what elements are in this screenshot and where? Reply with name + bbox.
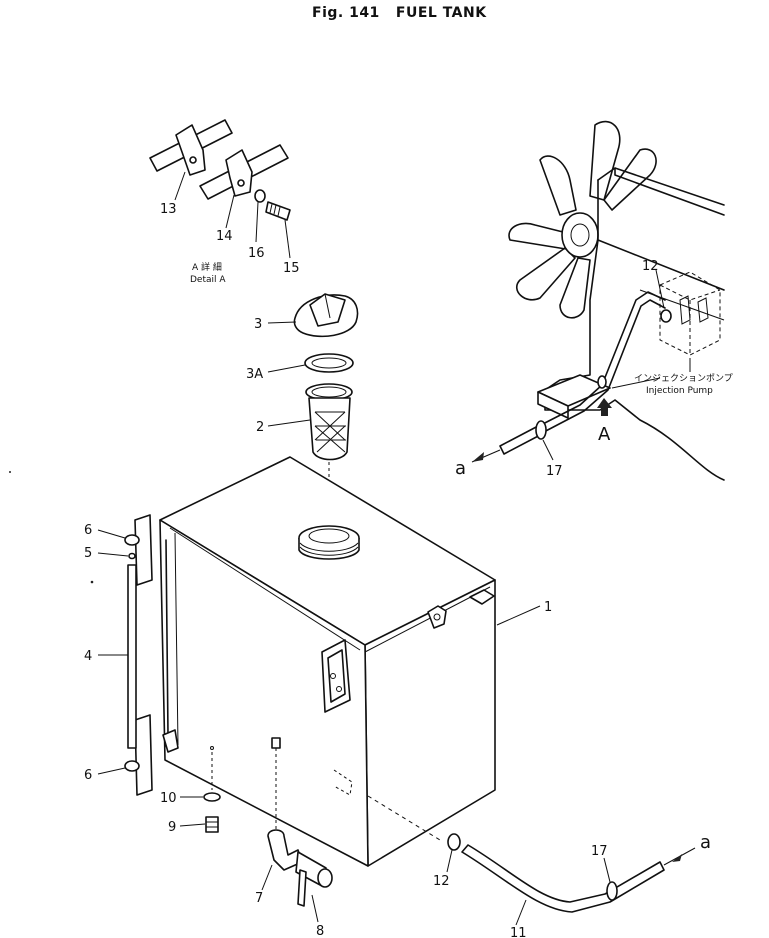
outlet-parts: 7 8 <box>255 737 333 938</box>
connection-a-top: a <box>455 458 466 479</box>
fan-blade-6 <box>559 257 591 319</box>
callout-5: 5 <box>84 546 92 561</box>
bolt-15 <box>265 201 291 221</box>
detail-label-en: Detail A <box>190 275 226 285</box>
callout-13: 13 <box>160 202 177 217</box>
callout-6-bottom: 6 <box>84 768 92 783</box>
engine-bracket-side <box>537 391 569 419</box>
callout-4: 4 <box>84 649 92 664</box>
drain-plug-9 <box>205 816 219 833</box>
drain-parts: 10 9 <box>160 746 221 835</box>
fuel-hose-11 <box>461 844 665 913</box>
pump-label-jp: インジェクションポンプ <box>634 373 733 384</box>
washer-16 <box>254 189 266 203</box>
engine-group: A 12 17 a インジェクションポンプ Injection Pump <box>455 120 733 481</box>
gauge-bracket-lower <box>134 714 153 796</box>
fan-blade-1 <box>539 155 577 216</box>
callout-3a: 3A <box>246 367 263 382</box>
clamp-12-tank <box>447 833 461 851</box>
fan-blade-3 <box>603 148 657 211</box>
callout-12-pump: 12 <box>642 259 659 274</box>
tank-side-face <box>159 519 369 867</box>
gauge-tube-4 <box>127 564 137 749</box>
nut-6-top <box>124 534 140 546</box>
callout-9: 9 <box>168 820 176 835</box>
fuel-cock-lever <box>297 869 307 907</box>
callout-12-tank: 12 <box>433 874 450 889</box>
callout-7: 7 <box>255 891 263 906</box>
clamp-13-hole <box>189 156 197 164</box>
strainer-2 <box>308 397 351 461</box>
clamp-12-pump <box>660 309 672 323</box>
callout-14: 14 <box>216 229 233 244</box>
level-gauge-parts: 6 5 4 6 <box>9 471 153 796</box>
callout-17-top: 17 <box>546 464 563 479</box>
callout-3: 3 <box>254 317 262 332</box>
fan-blade-5 <box>516 247 576 301</box>
figure-title: Fig. 141 FUEL TANK <box>312 5 487 21</box>
callout-17-bottom: 17 <box>591 844 608 859</box>
sight-gauge-glass <box>327 649 346 703</box>
outlet-fitting-top <box>271 737 281 749</box>
clamp-14 <box>225 149 253 197</box>
filler-parts-group: 3 3A 2 <box>246 293 359 528</box>
clamp-17-top <box>535 420 547 440</box>
gauge-bracket-upper <box>134 514 153 586</box>
fuel-tank-1: 1 <box>159 456 552 867</box>
callout-8: 8 <box>316 924 324 938</box>
callout-1: 1 <box>544 600 552 615</box>
tank-bracket-rear <box>469 589 495 605</box>
nut-6-bottom <box>124 760 140 772</box>
clamp-14-hole <box>237 179 245 187</box>
callout-10: 10 <box>160 791 177 806</box>
callout-6-top: 6 <box>84 523 92 538</box>
fan-hub <box>561 212 599 258</box>
clamp-17-bottom <box>606 881 618 901</box>
pump-label-en: Injection Pump <box>646 386 713 396</box>
fuel-cap-grip <box>309 293 346 327</box>
view-arrow-a <box>597 398 612 416</box>
detail-label-jp: A 詳 細 <box>192 261 222 273</box>
view-label-a: A <box>598 424 611 445</box>
clamp-13 <box>175 124 206 176</box>
callout-16: 16 <box>248 246 265 261</box>
injection-pump-outline <box>659 271 721 356</box>
washer-10 <box>203 792 221 802</box>
detail-a-group: 13 14 16 15 A 詳 細 Detail A <box>149 119 300 285</box>
gauge-tube-elbow <box>162 729 179 753</box>
callout-11: 11 <box>510 926 527 938</box>
callout-15: 15 <box>283 261 300 276</box>
o-ring-5 <box>128 552 136 560</box>
gasket-3a <box>304 353 354 373</box>
pipe-clip <box>597 375 607 389</box>
tank-bracket-front <box>427 605 447 629</box>
callout-2: 2 <box>256 420 264 435</box>
connection-a-bottom: a <box>700 832 711 853</box>
fuel-hose-11-group: 12 11 17 a <box>433 832 711 938</box>
